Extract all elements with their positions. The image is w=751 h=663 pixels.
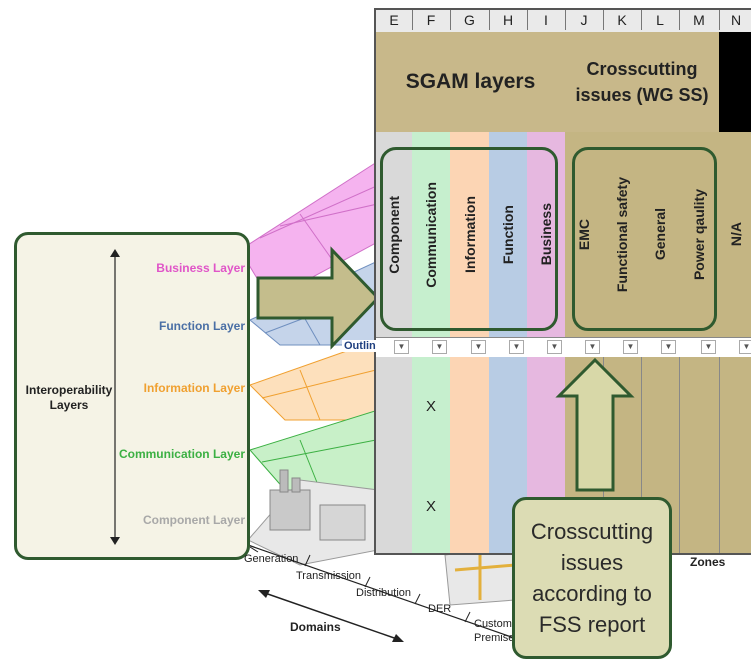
crosscutting-callout: Crosscutting issues according to FSS rep… (512, 497, 672, 659)
col-G[interactable]: G (450, 10, 490, 30)
row2-communication-mark: X (425, 497, 436, 515)
crosscutting-header-line2: issues (WG SS) (575, 85, 709, 105)
col-E[interactable]: E (376, 10, 413, 30)
crosscutting-highlight-box (572, 147, 717, 331)
callout-line3: according to (532, 581, 652, 606)
interoperability-legend: Interoperability Layers Business Layer F… (14, 232, 250, 560)
information-layer-label: Information Layer (143, 381, 245, 395)
crosscut-col-general: General (641, 132, 680, 337)
filter-dropdown-F[interactable]: ▼ (432, 340, 447, 354)
col-J[interactable]: J (565, 10, 604, 30)
filter-dropdown-L[interactable]: ▼ (661, 340, 676, 354)
col-H[interactable]: H (489, 10, 528, 30)
col-I[interactable]: I (527, 10, 566, 30)
row1-communication-mark: X (425, 397, 436, 415)
domains-label: Domains (290, 620, 341, 634)
pointer-arrow (256, 246, 381, 350)
sgam-header: SGAM layers (376, 32, 566, 133)
component-layer-label: Component Layer (142, 513, 245, 527)
sgam-highlight-box (380, 147, 558, 331)
col-N[interactable]: N (719, 10, 751, 30)
col-K[interactable]: K (603, 10, 642, 30)
domain-der: DER (428, 603, 452, 615)
crosscut-col-na: N/A (719, 132, 751, 337)
filter-dropdown-I[interactable]: ▼ (547, 340, 562, 354)
outline-fragment: Outlin (342, 340, 378, 352)
col-L[interactable]: L (641, 10, 680, 30)
domain-premises: Premises (474, 632, 520, 644)
domain-distribution: Distribution (356, 587, 412, 599)
domain-generation: Generation (244, 553, 299, 565)
black-header-cell (719, 32, 751, 132)
sgam-col-information: Information (450, 132, 490, 337)
business-layer-label: Business Layer (156, 261, 245, 275)
filter-dropdown-J[interactable]: ▼ (585, 340, 600, 354)
communication-layer-label: Communication Layer (118, 447, 245, 461)
filter-dropdown-G[interactable]: ▼ (471, 340, 486, 354)
filter-dropdown-E[interactable]: ▼ (394, 340, 409, 354)
filter-dropdown-M[interactable]: ▼ (701, 340, 716, 354)
crosscut-col-functional-safety: Functional safety (603, 132, 642, 337)
crosscutting-header: Crosscutting issues (WG SS) (565, 32, 720, 133)
callout-line1: Crosscutting (530, 519, 654, 544)
zones-label: Zones (690, 555, 726, 569)
sgam-header-text: SGAM layers (405, 70, 536, 93)
crosscutting-header-line1: Crosscutting (586, 59, 698, 79)
filter-dropdown-K[interactable]: ▼ (623, 340, 638, 354)
sgam-col-communication: Communication (412, 132, 451, 337)
callout-line4: FSS report (538, 612, 646, 637)
domain-transmission: Transmission (296, 570, 361, 582)
callout-line2: issues (560, 550, 624, 575)
col-F[interactable]: F (412, 10, 451, 30)
domain-customer: Customer (474, 618, 522, 630)
spreadsheet-panel: E F G H I J K L M N SGAM layers Crosscut… (374, 8, 751, 555)
filter-dropdown-H[interactable]: ▼ (509, 340, 524, 354)
filter-dropdown-N[interactable]: ▼ (739, 340, 751, 354)
vertical-double-arrow (110, 249, 120, 545)
information-plane (249, 339, 379, 421)
sgam-col-function: Function (489, 132, 528, 337)
power-plant-glyph (269, 489, 311, 531)
col-M[interactable]: M (679, 10, 720, 30)
function-layer-label: Function Layer (158, 319, 245, 333)
interoperability-label: Interoperability Layers (25, 383, 113, 412)
communication-plane (249, 409, 379, 491)
up-arrow (555, 357, 635, 492)
